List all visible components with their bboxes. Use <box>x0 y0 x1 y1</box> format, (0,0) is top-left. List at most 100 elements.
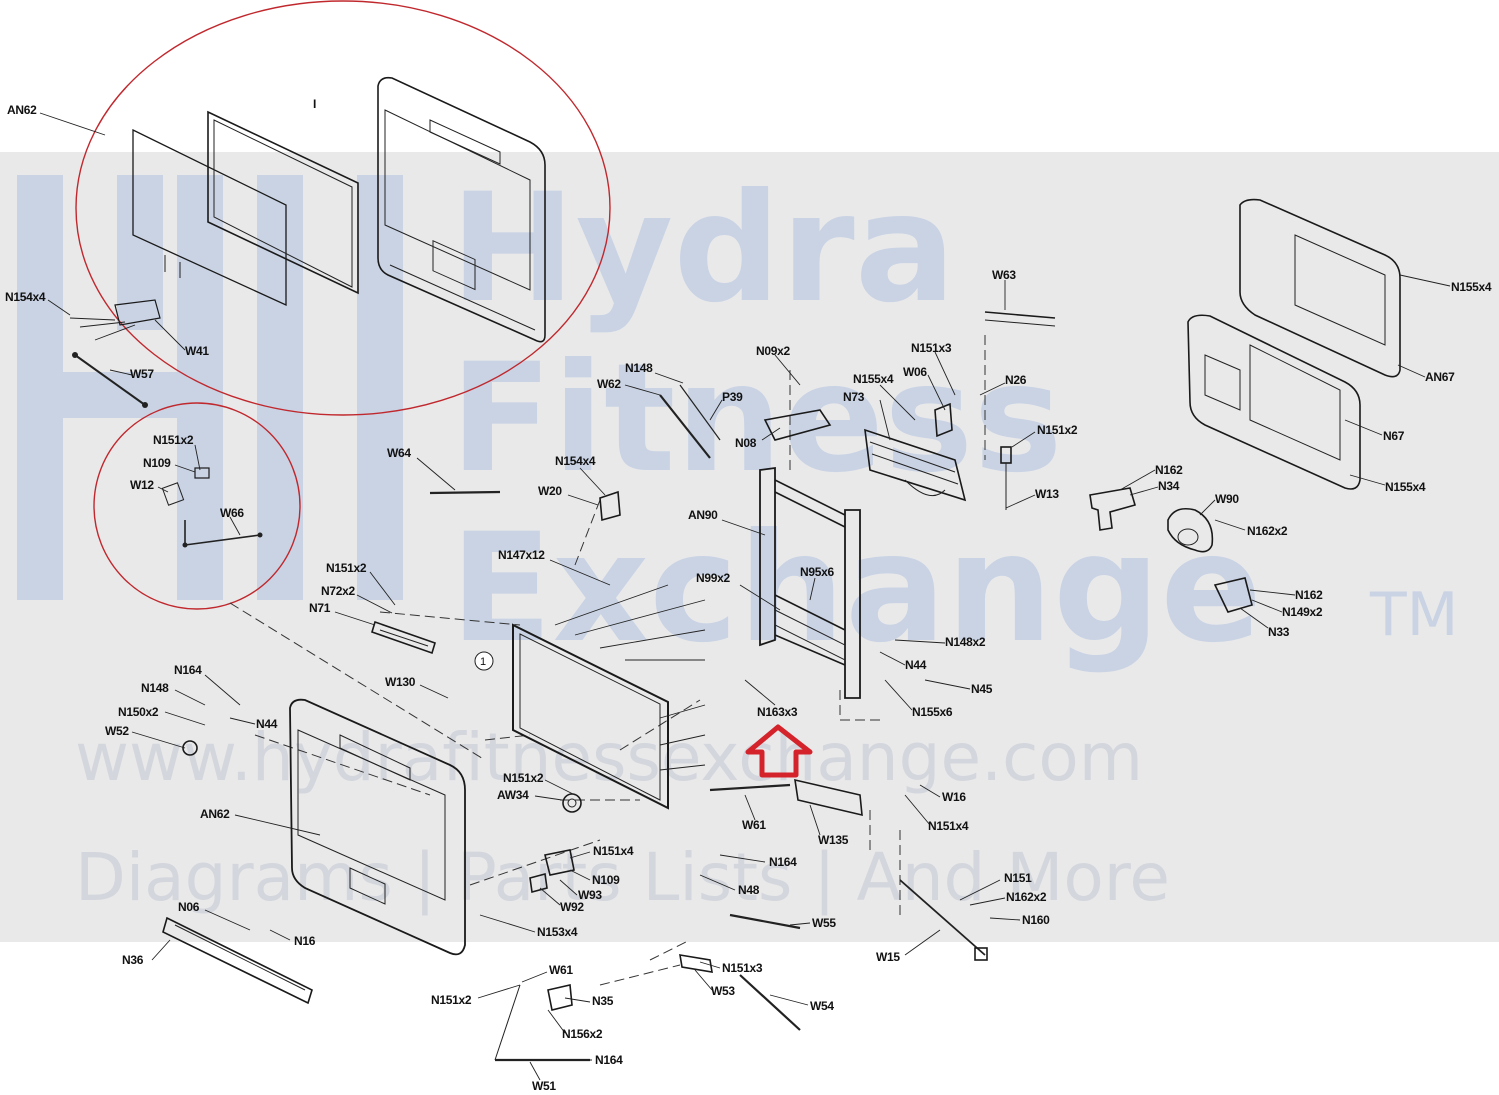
label-n164-b: N164 <box>769 855 797 869</box>
part-an67-rear-shroud <box>1239 198 1401 378</box>
part-w93-board <box>529 849 575 894</box>
part-w57-cable <box>72 352 148 408</box>
console-bezel-bottom <box>289 698 466 956</box>
label-w130: W130 <box>385 675 416 689</box>
label-an67: AN67 <box>1425 370 1455 384</box>
part-w53-board <box>679 954 801 1031</box>
part-n35-bracket <box>547 984 573 1011</box>
label-p39: P39 <box>722 390 743 404</box>
label-w63: W63 <box>992 268 1016 282</box>
part-n71-strip <box>371 620 436 655</box>
part-w51-cable <box>494 984 590 1062</box>
part-n67-front-shroud <box>1187 314 1361 490</box>
label-n155x4-r1: N155x4 <box>1451 280 1492 294</box>
label-w61-bottom: W61 <box>549 963 573 977</box>
label-n95x6: N95x6 <box>800 565 834 579</box>
label-n156x2: N156x2 <box>562 1027 603 1041</box>
label-n48: N48 <box>738 883 760 897</box>
label-an62-top: AN62 <box>7 103 37 117</box>
watermark-tagline: Diagrams | Parts Lists | And More <box>75 839 1170 916</box>
part-w63-bar <box>984 311 1056 327</box>
label-w92: W92 <box>560 900 584 914</box>
label-w90: W90 <box>1215 492 1239 506</box>
label-an90: AN90 <box>688 508 718 522</box>
label-n34: N34 <box>1158 479 1180 493</box>
callout-number: 1 <box>480 656 486 668</box>
part-n33-switch <box>1213 577 1253 613</box>
label-n151x2-inset: N151x2 <box>153 433 194 447</box>
label-n44-right: N44 <box>905 658 927 672</box>
label-n160: N160 <box>1022 913 1050 927</box>
main-frame-an90 <box>759 466 861 699</box>
label-n147x12: N147x12 <box>498 548 545 562</box>
label-n162x2-b: N162x2 <box>1006 890 1047 904</box>
label-n72x2: N72x2 <box>321 584 355 598</box>
label-n73: N73 <box>843 390 865 404</box>
label-w16: W16 <box>942 790 966 804</box>
label-mark-i: I <box>313 97 316 111</box>
label-n163x3: N163x3 <box>757 705 798 719</box>
label-n148-top: N148 <box>625 361 653 375</box>
label-n151x4-a: N151x4 <box>928 819 969 833</box>
part-w15-cable <box>899 879 988 961</box>
label-w93: W93 <box>578 888 602 902</box>
part-w52-knob <box>182 740 198 756</box>
label-n150x2: N150x2 <box>118 705 159 719</box>
label-n151: N151 <box>1004 871 1032 885</box>
leader-lines <box>39 112 1451 1081</box>
highlight-circle-inset <box>93 402 301 610</box>
part-w135-board <box>794 778 863 817</box>
part-w64-cable <box>429 490 501 495</box>
callout-circle <box>474 651 494 671</box>
label-n26: N26 <box>1005 373 1027 387</box>
label-n151x3-top: N151x3 <box>911 341 952 355</box>
label-n151x2-b: N151x2 <box>1037 423 1078 437</box>
label-n151x3-b: N151x3 <box>722 961 763 975</box>
label-n33: N33 <box>1268 625 1290 639</box>
label-n109-inset: N109 <box>143 456 171 470</box>
label-n109-b: N109 <box>592 873 620 887</box>
label-n154x4-mid: N154x4 <box>555 454 596 468</box>
part-w06-clip <box>934 402 953 438</box>
label-n08-top: N08 <box>735 436 757 450</box>
label-w12: W12 <box>130 478 154 492</box>
label-w53: W53 <box>711 984 735 998</box>
highlight-circle-top <box>75 0 611 416</box>
part-n73-module <box>864 428 967 502</box>
label-n155x4-mid: N155x4 <box>853 372 894 386</box>
part-w62-rod <box>659 384 721 459</box>
label-w61-mid: W61 <box>742 818 766 832</box>
part-w13-sensor <box>1000 446 1012 510</box>
label-n151x2-a: N151x2 <box>326 561 367 575</box>
label-w51: W51 <box>532 1079 556 1093</box>
label-n153x4: N153x4 <box>537 925 578 939</box>
watermark-line1: Hydra <box>450 162 956 336</box>
part-n36-trim <box>162 916 313 1005</box>
watermark-logo <box>17 175 403 600</box>
label-n71: N71 <box>309 601 331 615</box>
label-w62-top: W62 <box>597 377 621 391</box>
part-n34-bracket <box>1089 487 1136 531</box>
label-w41: W41 <box>185 344 209 358</box>
label-n36: N36 <box>122 953 144 967</box>
label-n148-b: N148 <box>141 681 169 695</box>
label-w15: W15 <box>876 950 900 964</box>
label-n151x2-d: N151x2 <box>431 993 472 1007</box>
inset-parts <box>161 467 263 548</box>
lcd-display-module <box>512 584 706 810</box>
label-n09x2-top: N09x2 <box>756 344 790 358</box>
label-w66: W66 <box>220 506 244 520</box>
label-w06: W06 <box>903 365 927 379</box>
watermark-url: www.hydrafitnessexchange.com <box>75 719 1143 796</box>
display-glass-panel <box>132 128 287 307</box>
watermark-trademark: TM <box>1369 580 1458 650</box>
part-w61-cable-mid <box>709 783 791 792</box>
label-n99x2: N99x2 <box>696 571 730 585</box>
part-aw34-speaker <box>562 793 582 813</box>
highlight-arrow <box>745 724 813 778</box>
label-n155x4-r2: N155x4 <box>1385 480 1426 494</box>
label-n155x6: N155x6 <box>912 705 953 719</box>
part-w20-board <box>599 490 621 522</box>
